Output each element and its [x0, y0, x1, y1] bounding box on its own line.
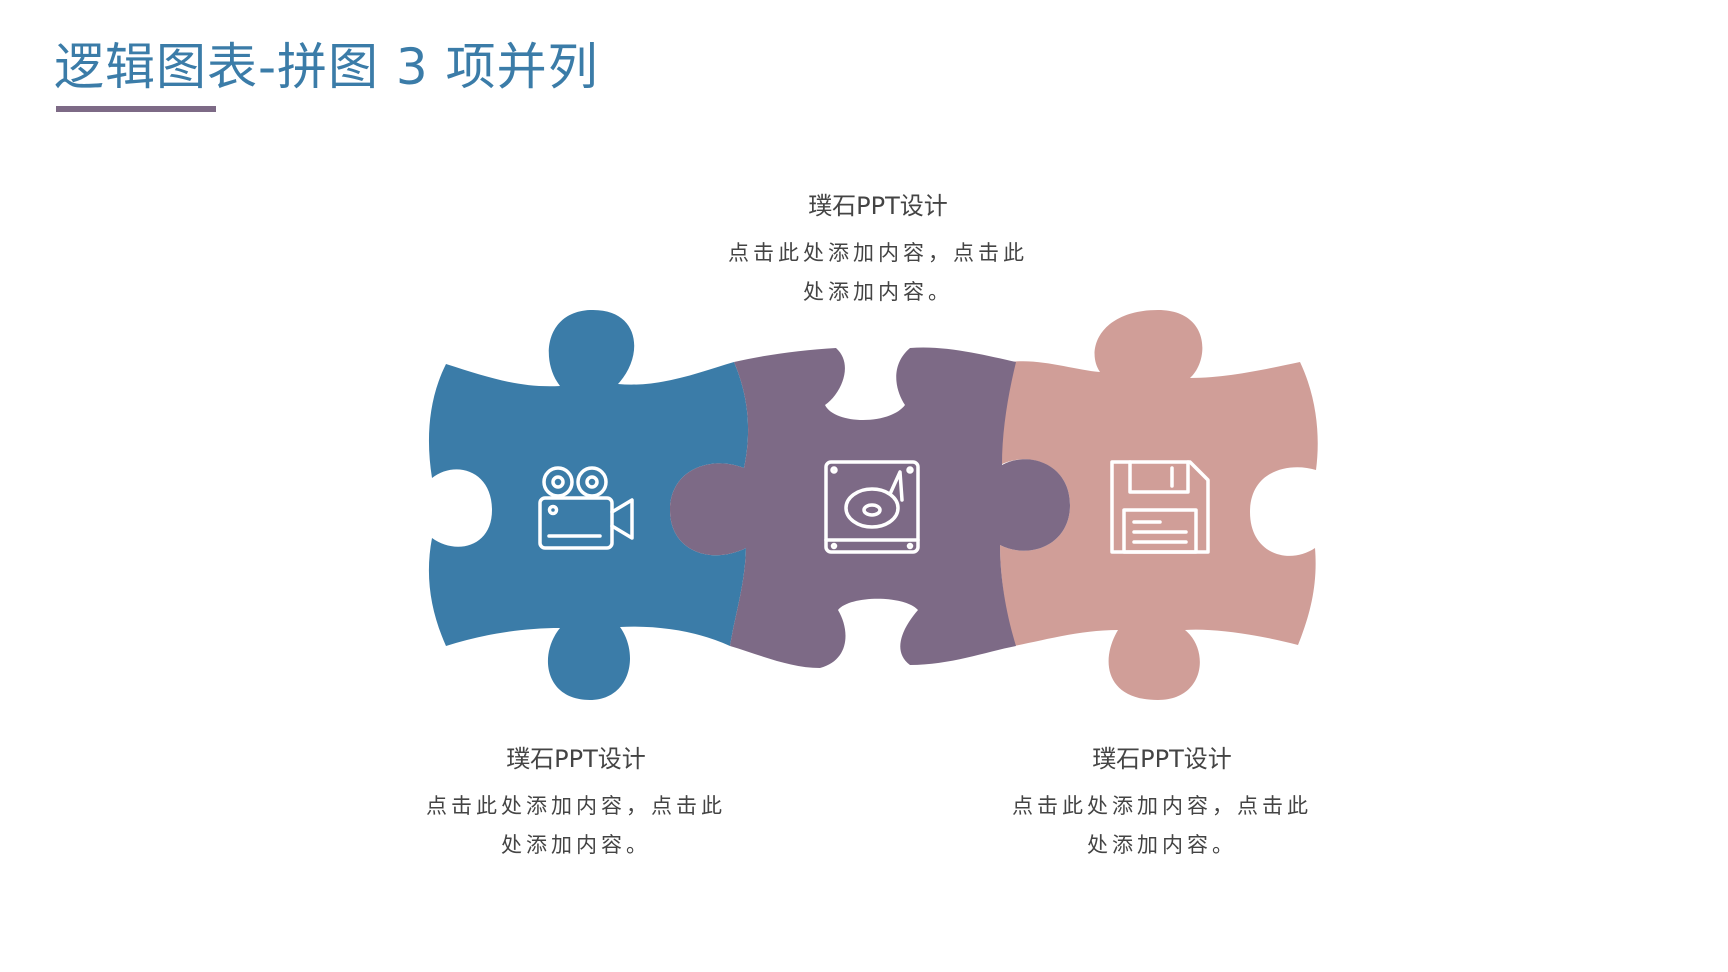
text-block-right: 璞石PPT设计 点击此处添加内容，点击此处添加内容。 [1002, 743, 1322, 865]
text-block-middle: 璞石PPT设计 点击此处添加内容，点击此处添加内容。 [718, 190, 1038, 312]
block-title: 璞石PPT设计 [506, 745, 646, 773]
text-block-left: 璞石PPT设计 点击此处添加内容，点击此处添加内容。 [416, 743, 736, 865]
floppy-disk-icon [1110, 460, 1210, 554]
block-description: 点击此处添加内容，点击此处添加内容。 [728, 241, 1028, 304]
puzzle-piece-middle [670, 347, 1070, 668]
block-title: 璞石PPT设计 [808, 192, 948, 220]
puzzle-piece-left [428, 309, 749, 700]
block-description: 点击此处添加内容，点击此处添加内容。 [426, 794, 726, 857]
page-title: 逻辑图表-拼图 3 项并列 [54, 38, 599, 96]
title-underline [56, 106, 216, 112]
video-camera-icon [538, 466, 634, 550]
puzzle-piece-right [1000, 310, 1318, 700]
block-description: 点击此处添加内容，点击此处添加内容。 [1012, 794, 1312, 857]
block-title: 璞石PPT设计 [1092, 745, 1232, 773]
hard-drive-icon [824, 460, 920, 554]
